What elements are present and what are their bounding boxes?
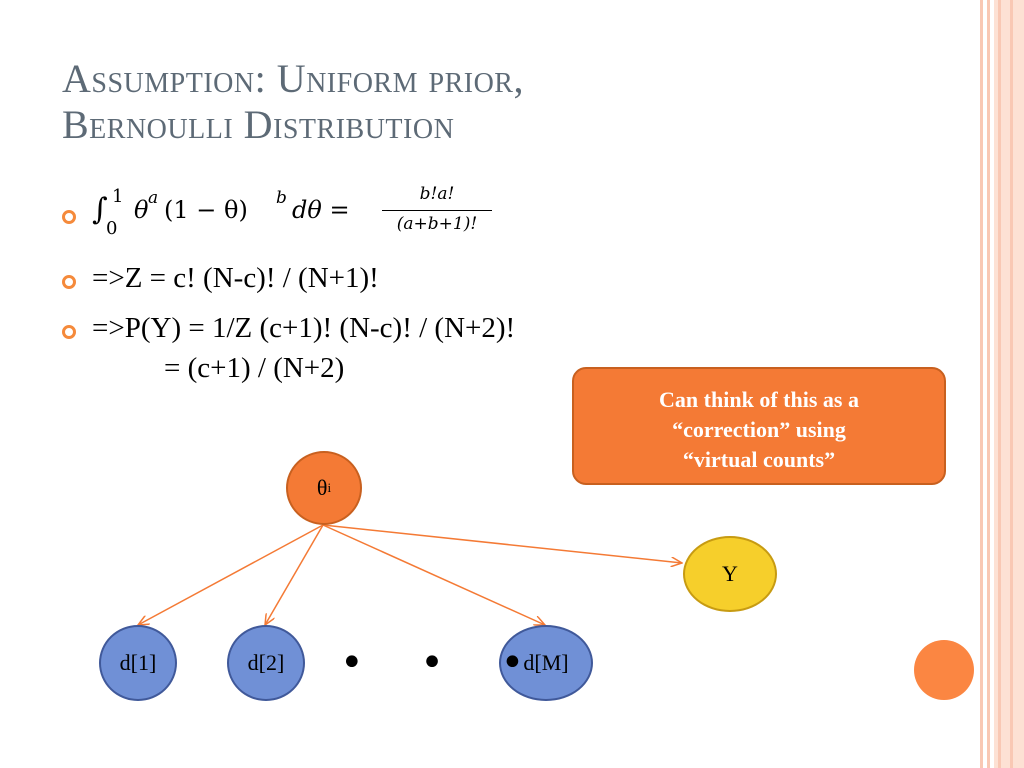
d2-node: d[2] xyxy=(227,625,305,701)
callout-line-3: “virtual counts” xyxy=(682,447,836,472)
formula-paren: (1 − θ) xyxy=(164,196,248,224)
decorative-stripes xyxy=(980,0,1024,768)
formula-theta: θ xyxy=(134,196,149,224)
dm-node: d[M] xyxy=(499,625,593,701)
bullet-py-text: =>P(Y) = 1/Z (c+1)! (N-c)! / (N+2)! xyxy=(92,312,516,344)
integral-lower-limit: 0 xyxy=(106,218,118,239)
formula-exp-b: b xyxy=(276,188,287,208)
bullet-continuation: = (c+1) / (N+2) xyxy=(164,352,345,384)
edge-theta-d1 xyxy=(138,524,324,625)
callout-line-2: “correction” using xyxy=(672,417,846,442)
theta-node-label: θ xyxy=(316,475,328,500)
d1-node-label: d[1] xyxy=(119,650,157,675)
title-line-1: Assumption: Uniform prior, xyxy=(62,56,524,101)
bullet-circle-icon xyxy=(62,210,76,224)
y-node: Y xyxy=(683,536,777,612)
integral-upper-limit: 1 xyxy=(112,186,124,207)
formula-paren-text: (1 − θ) xyxy=(164,196,248,224)
decorative-circle xyxy=(914,640,974,700)
edge-theta-dm xyxy=(322,524,545,625)
edge-theta-y xyxy=(322,524,682,563)
slide-title: Assumption: Uniform prior, Bernoulli Dis… xyxy=(62,56,524,148)
bullet-circle-icon xyxy=(62,275,76,289)
dm-node-label: d[M] xyxy=(523,650,569,675)
callout-line-1: Can think of this as a xyxy=(659,387,859,412)
ellipsis: • • • xyxy=(340,640,547,686)
title-line-2: Bernoulli Distribution xyxy=(62,102,455,147)
bullet-circle-icon xyxy=(62,325,76,339)
bullet-z-text: =>Z = c! (N-c)! / (N+1)! xyxy=(92,262,379,294)
d1-node: d[1] xyxy=(99,625,177,701)
fraction-denominator: (a+b+1)! xyxy=(396,214,478,234)
fraction-bar xyxy=(382,210,492,211)
y-node-label: Y xyxy=(722,561,738,586)
fraction-numerator: b!a! xyxy=(419,184,455,204)
virtual-counts-callout: Can think of this as a “correction” usin… xyxy=(572,367,946,485)
d2-node-label: d[2] xyxy=(247,650,285,675)
edge-theta-d2 xyxy=(265,524,324,625)
formula-dtheta: dθ = xyxy=(292,196,350,224)
integral-sign: ∫ xyxy=(92,192,108,227)
formula-exp-a: a xyxy=(148,188,159,208)
theta-node-subscript: i xyxy=(327,480,332,495)
